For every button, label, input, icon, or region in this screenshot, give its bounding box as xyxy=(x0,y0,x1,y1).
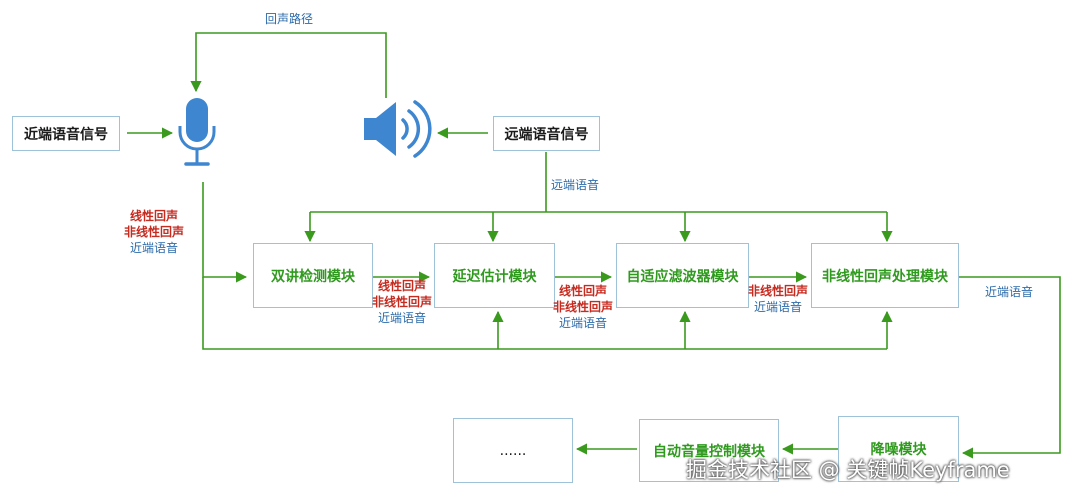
delay-to-adaptive-labels: 线性回声 非线性回声 近端语音 xyxy=(553,283,613,331)
output-near-end-speech-label: 近端语音 xyxy=(985,285,1034,299)
nonlinear-echo-label: 非线性回声 xyxy=(553,300,614,314)
near-end-signal-box: 近端语音信号 xyxy=(12,116,120,151)
far-end-signal-box: 远端语音信号 xyxy=(493,116,600,151)
agc-module: 自动音量控制模块 xyxy=(639,419,779,482)
echo-path-label: 回声路径 xyxy=(265,12,314,26)
noise-reduction-module: 降噪模块 xyxy=(838,416,959,482)
speaker-icon xyxy=(364,100,432,158)
mic-output-line xyxy=(202,182,248,283)
linear-echo-label: 线性回声 xyxy=(378,279,427,293)
delay-estimation-module: 延迟估计模块 xyxy=(434,243,555,308)
double-talk-module: 双讲检测模块 xyxy=(253,243,373,308)
linear-echo-label: 线性回声 xyxy=(559,284,608,298)
nonlinear-echo-module: 非线性回声处理模块 xyxy=(811,243,959,308)
double-to-delay-labels: 线性回声 非线性回声 近端语音 xyxy=(372,278,432,326)
mic-output-labels: 线性回声 非线性回声 近端语音 xyxy=(124,208,184,256)
microphone-icon xyxy=(178,98,216,166)
nonlinear-echo-label: 非线性回声 xyxy=(124,225,185,239)
watermark-text: 掘金技术社区 @ 关键帧Keyframe xyxy=(686,458,1010,482)
more-modules-box: ...... xyxy=(453,418,573,483)
near-end-speech-label: 近端语音 xyxy=(378,311,427,325)
echo-path-line xyxy=(190,32,387,98)
nonlinear-to-noise xyxy=(959,276,1061,459)
far-end-speech-label: 远端语音 xyxy=(551,178,600,192)
near-end-speech-label: 近端语音 xyxy=(559,316,608,330)
near-end-speech-label: 近端语音 xyxy=(130,241,179,255)
bottom-bus-line xyxy=(202,277,887,350)
nonlinear-echo-label: 非线性回声 xyxy=(372,295,433,309)
linear-echo-label: 线性回声 xyxy=(130,209,179,223)
nonlinear-echo-label: 非线性回声 xyxy=(748,284,809,298)
adaptive-filter-module: 自适应滤波器模块 xyxy=(616,243,749,308)
near-end-speech-label: 近端语音 xyxy=(754,300,803,314)
adaptive-to-nonlinear-labels: 非线性回声 近端语音 xyxy=(748,283,808,315)
